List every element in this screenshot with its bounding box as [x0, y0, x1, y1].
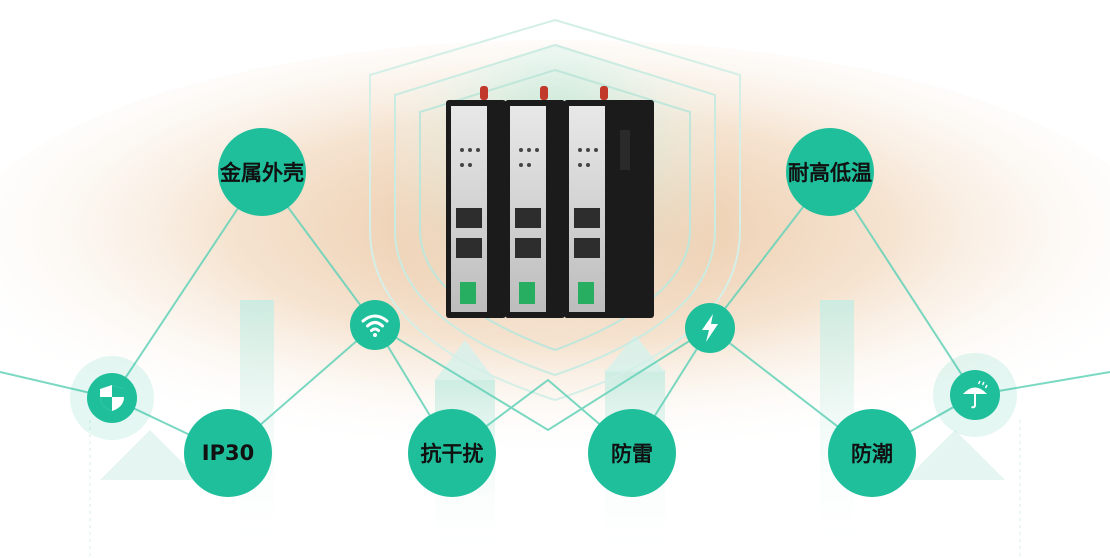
feature-temperature-label: 耐高低温: [788, 161, 872, 185]
wifi-node: [350, 300, 400, 350]
feature-lightning: 防雷: [588, 409, 676, 497]
shield-node: [87, 373, 137, 423]
device-terminal: [519, 282, 535, 304]
feature-temperature: 耐高低温: [786, 128, 874, 216]
shield-outline: [369, 18, 741, 402]
feature-anti-interference: 抗干扰: [408, 409, 496, 497]
device-ethernet-port: [456, 238, 482, 258]
device-ethernet-port: [515, 208, 541, 228]
feature-lightning-label: 防雷: [611, 442, 653, 466]
device-group: [446, 86, 654, 318]
device-terminal: [578, 282, 594, 304]
feature-metal-case: 金属外壳: [218, 128, 306, 216]
feature-ip30: IP30: [184, 409, 272, 497]
device-antenna: [480, 86, 488, 100]
wifi-icon: [361, 314, 389, 337]
arrow-decoration: [905, 430, 1005, 480]
lightning-icon: [702, 314, 718, 342]
umbrella-icon: [963, 380, 988, 409]
feature-ip30-label: IP30: [201, 441, 255, 465]
device-ethernet-port: [515, 238, 541, 258]
arrow-decoration: [100, 430, 200, 480]
feature-anti-interference-label: 抗干扰: [420, 442, 484, 466]
device-ethernet-port: [574, 208, 600, 228]
feature-moisture: 防潮: [828, 409, 916, 497]
device-terminal: [460, 282, 476, 304]
device-antenna: [540, 86, 548, 100]
lightning-node: [685, 303, 735, 353]
device-ethernet-port: [456, 208, 482, 228]
feature-metal-case-label: 金属外壳: [220, 161, 304, 185]
umbrella-node: [950, 370, 1000, 420]
shield-icon: [100, 385, 124, 411]
shield-outline: [419, 68, 691, 352]
feature-moisture-label: 防潮: [851, 442, 893, 466]
device-ethernet-port: [574, 238, 600, 258]
arrow-decoration: [605, 335, 665, 372]
device-antenna: [600, 86, 608, 100]
